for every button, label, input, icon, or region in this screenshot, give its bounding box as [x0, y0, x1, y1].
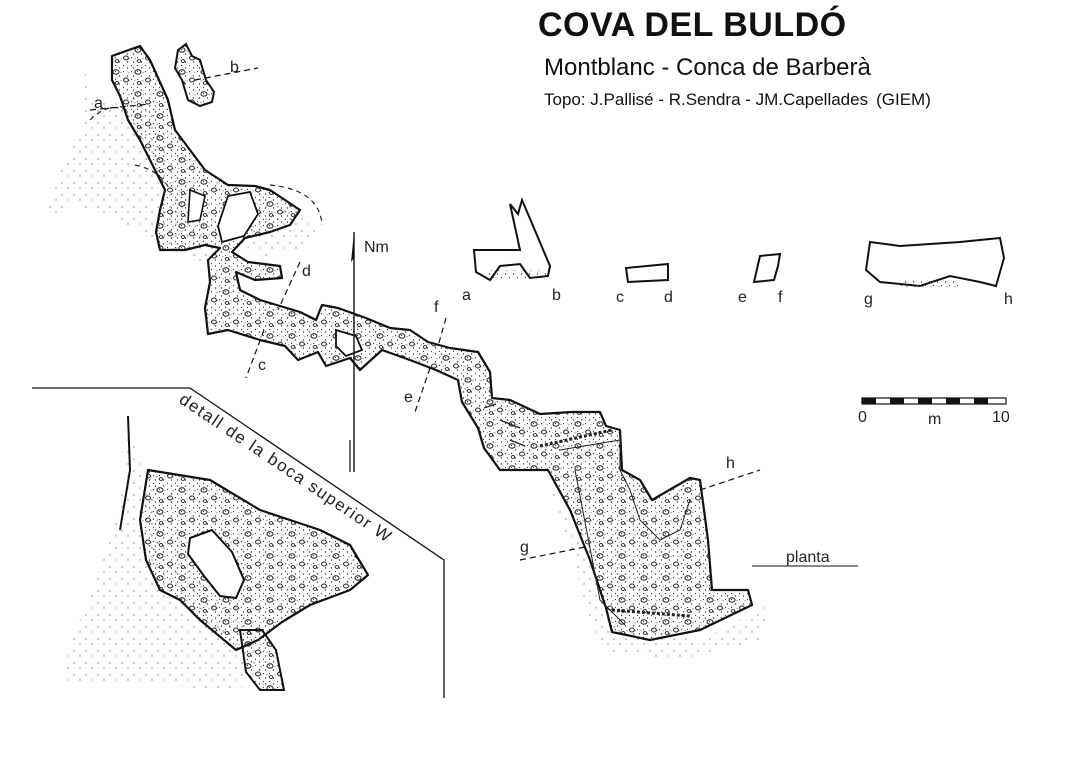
map-title: COVA DEL BULDÓ	[538, 6, 847, 44]
section-letter-d: d	[664, 289, 673, 306]
section-letter-g: g	[864, 291, 873, 308]
plan-letter-d: d	[302, 263, 311, 280]
plan-letter-g: g	[520, 539, 529, 556]
plan-legend: planta	[752, 549, 858, 567]
plan-letter-a: a	[94, 95, 103, 112]
section-letter-h: h	[1004, 291, 1013, 308]
section-ab	[472, 197, 552, 282]
section-letter-f: f	[778, 289, 783, 306]
section-floor-stipple	[486, 270, 960, 288]
scale-bar: 0 m 10	[858, 397, 1010, 428]
plan-label: planta	[786, 549, 830, 566]
plan-section-letters: a b c d e f g h	[94, 59, 735, 556]
credits-authors: Topo: J.Pallisé - R.Sendra - JM.Capellad…	[544, 90, 869, 109]
plan-letter-e: e	[404, 389, 413, 406]
section-letter-labels: a b c d e f g h	[462, 287, 1013, 308]
inset-detail: detall de la boca superior W	[32, 387, 445, 698]
plan-letter-h: h	[726, 455, 735, 472]
section-letter-e: e	[738, 289, 747, 306]
map-subtitle: Montblanc - Conca de Barberà	[544, 54, 871, 81]
north-arrow-icon: Nm	[349, 232, 389, 472]
scale-end: 10	[992, 409, 1010, 426]
north-label: Nm	[364, 239, 389, 256]
cave-plan	[110, 42, 754, 642]
section-letter-b: b	[552, 287, 561, 304]
section-cd	[624, 262, 669, 284]
section-lines	[89, 67, 761, 561]
survey-credits: Topo: J.Pallisé - R.Sendra - JM.Capellad…	[544, 90, 931, 110]
section-letter-c: c	[616, 289, 624, 306]
credits-org: (GIEM)	[876, 90, 931, 109]
section-letter-a: a	[462, 287, 471, 304]
scale-start: 0	[858, 409, 867, 426]
section-ef	[752, 252, 782, 284]
plan-letter-c: c	[258, 357, 266, 374]
section-gh	[864, 236, 1006, 288]
plan-letter-b: b	[230, 59, 239, 76]
plan-letter-f: f	[434, 299, 439, 316]
cross-sections	[472, 197, 1006, 288]
scale-unit: m	[928, 411, 941, 428]
